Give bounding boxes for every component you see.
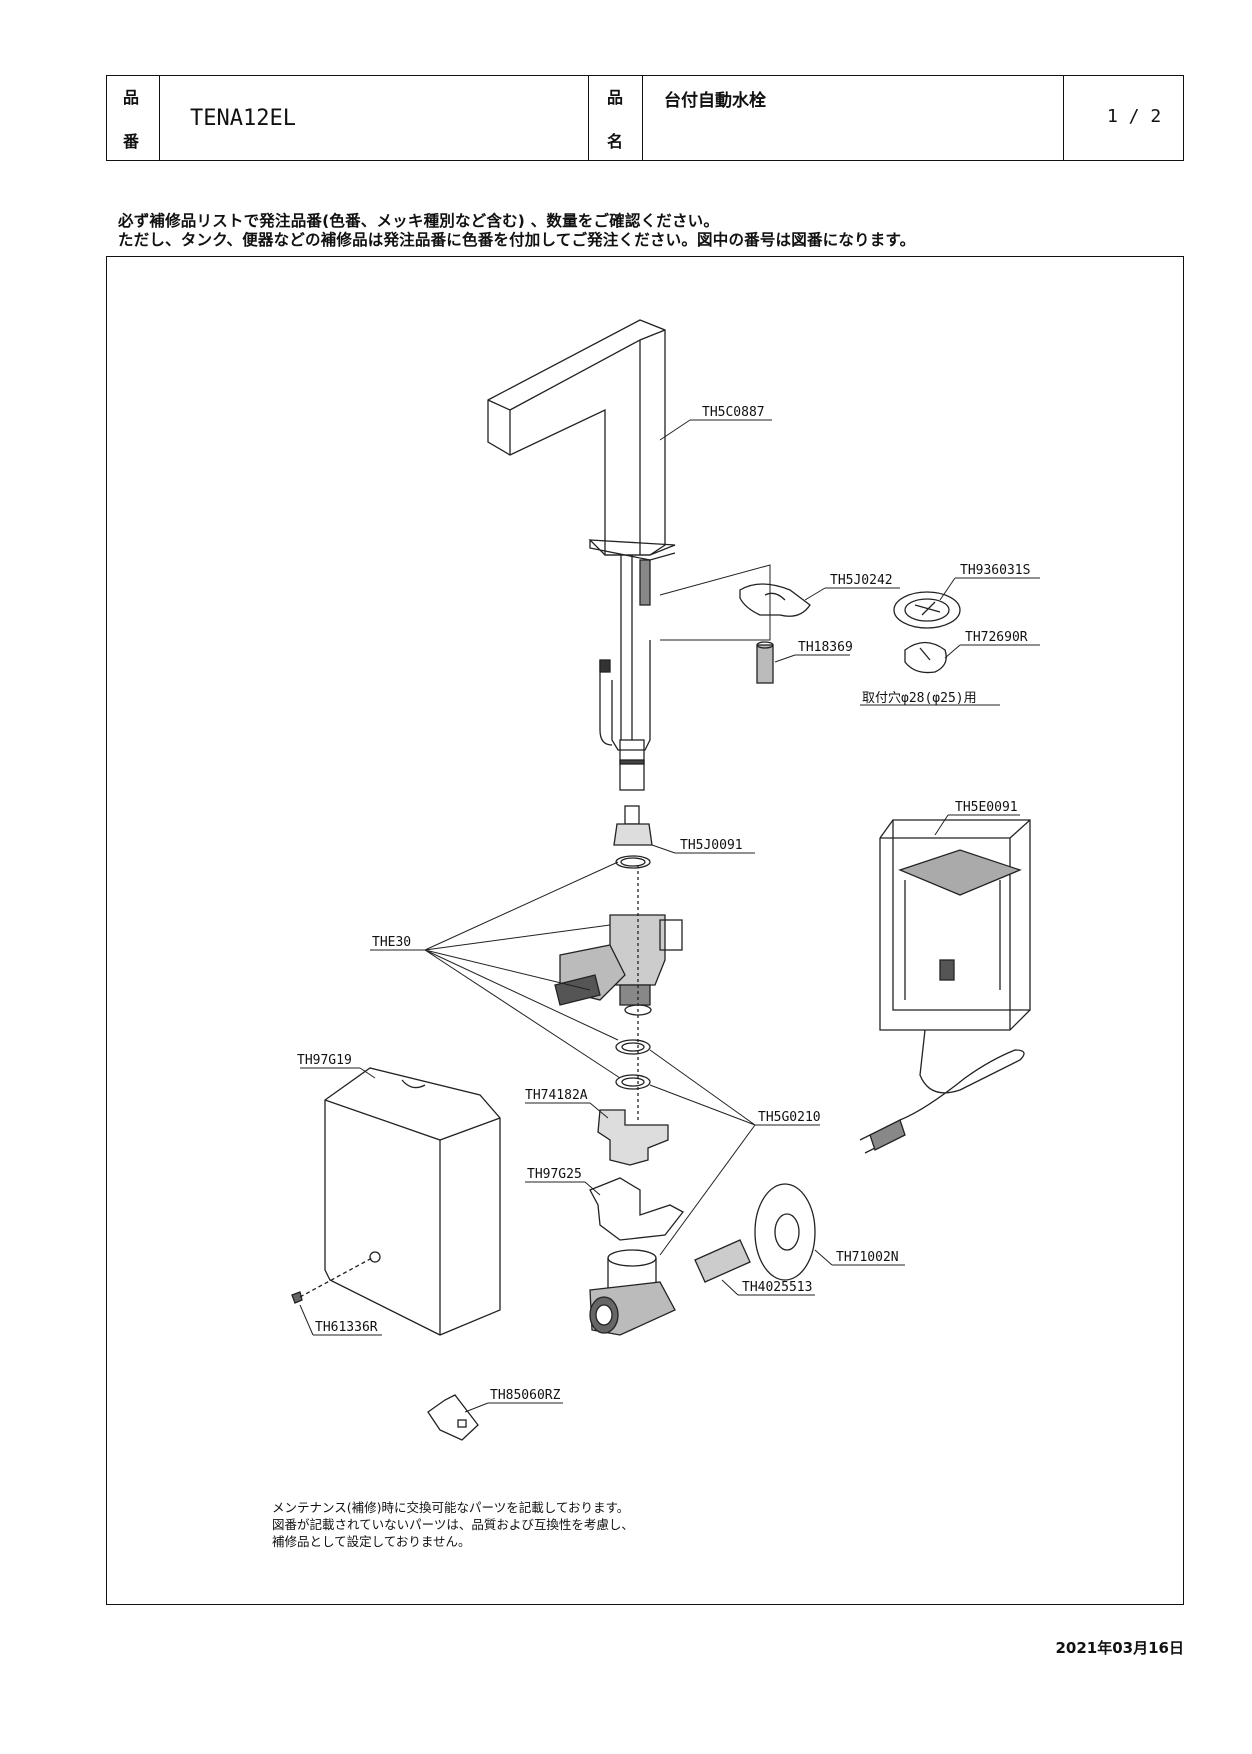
- label-key: TH85060RZ: [490, 1388, 561, 1403]
- page-number: 1 / 2: [1107, 106, 1162, 127]
- label-holder: TH97G25: [527, 1167, 582, 1182]
- label-nipple: TH4025513: [742, 1280, 812, 1295]
- note-line-1: 必ず補修品リストで発注品番(色番、メッキ種別など含む) 、数量をご確認ください。: [118, 212, 720, 230]
- fix-ring-drawing: [904, 641, 947, 674]
- label-control-box: TH5E0091: [955, 800, 1018, 815]
- cover-drawing: [324, 1067, 501, 1336]
- holder-drawing: [589, 1177, 684, 1241]
- part-no-label-top: 品: [123, 88, 140, 107]
- solenoid-valve-drawing: [554, 865, 683, 1120]
- maintenance-line-1: メンテナンス(補修)時に交換可能なパーツを記載しております。: [272, 1500, 630, 1515]
- o-ring-1: [615, 1039, 651, 1055]
- valve-adapter-drawing: [613, 805, 653, 869]
- title-block: 品 番 TENA12EL 品 名 台付自動水栓 1 / 2: [106, 75, 1184, 161]
- key-drawing: [427, 1394, 479, 1441]
- name-label-bottom: 名: [607, 132, 624, 151]
- part-no-label-bottom: 番: [123, 132, 140, 151]
- label-fix-plate: TH5J0242: [830, 573, 893, 588]
- label-fix-ring: TH72690R: [965, 630, 1028, 645]
- label-washer-plate: TH936031S: [960, 563, 1030, 578]
- label-screw: TH61336R: [315, 1320, 378, 1335]
- nipple-drawing: [694, 1239, 751, 1283]
- clip-drawing: [597, 1109, 669, 1166]
- label-packing: TH5G0210: [758, 1110, 821, 1125]
- tee-body-drawing: [589, 1249, 676, 1336]
- label-flange: TH71002N: [836, 1250, 899, 1265]
- label-bolt: TH18369: [798, 640, 853, 655]
- flange-drawing: [754, 1183, 816, 1281]
- product-name: 台付自動水栓: [664, 91, 766, 111]
- maintenance-line-2: 図番が記載されていないパーツは、品質および互換性を考慮し、: [272, 1517, 634, 1532]
- screw-drawing: [291, 1291, 303, 1304]
- issue-date: 2021年03月16日: [1055, 1639, 1185, 1657]
- bolt-drawing: [756, 644, 774, 684]
- fix-plate-drawing: [739, 583, 811, 617]
- control-box-drawing: [859, 819, 1031, 1154]
- maintenance-line-3: 補修品として設定しておりません。: [272, 1534, 471, 1549]
- o-ring-2: [615, 1074, 651, 1090]
- label-cover: TH97G19: [297, 1053, 352, 1068]
- label-spout: TH5C0887: [702, 405, 765, 420]
- note-line-2: ただし、タンク、便器などの補修品は発注品番に色番を付加してご発注ください。図中の…: [118, 231, 916, 249]
- name-label-top: 品: [607, 88, 624, 107]
- label-valve-adapter: TH5J0091: [680, 838, 743, 853]
- label-hole-note: 取付穴φ28(φ25)用: [862, 691, 977, 706]
- drawing-frame: [106, 256, 1184, 1605]
- spout-drawing: [487, 319, 676, 791]
- maintenance-note: メンテナンス(補修)時に交換可能なパーツを記載しております。 図番が記載されてい…: [272, 1499, 634, 1550]
- part-number: TENA12EL: [190, 106, 296, 131]
- label-clip: TH74182A: [525, 1088, 588, 1103]
- label-o-rings: THE30: [372, 935, 411, 950]
